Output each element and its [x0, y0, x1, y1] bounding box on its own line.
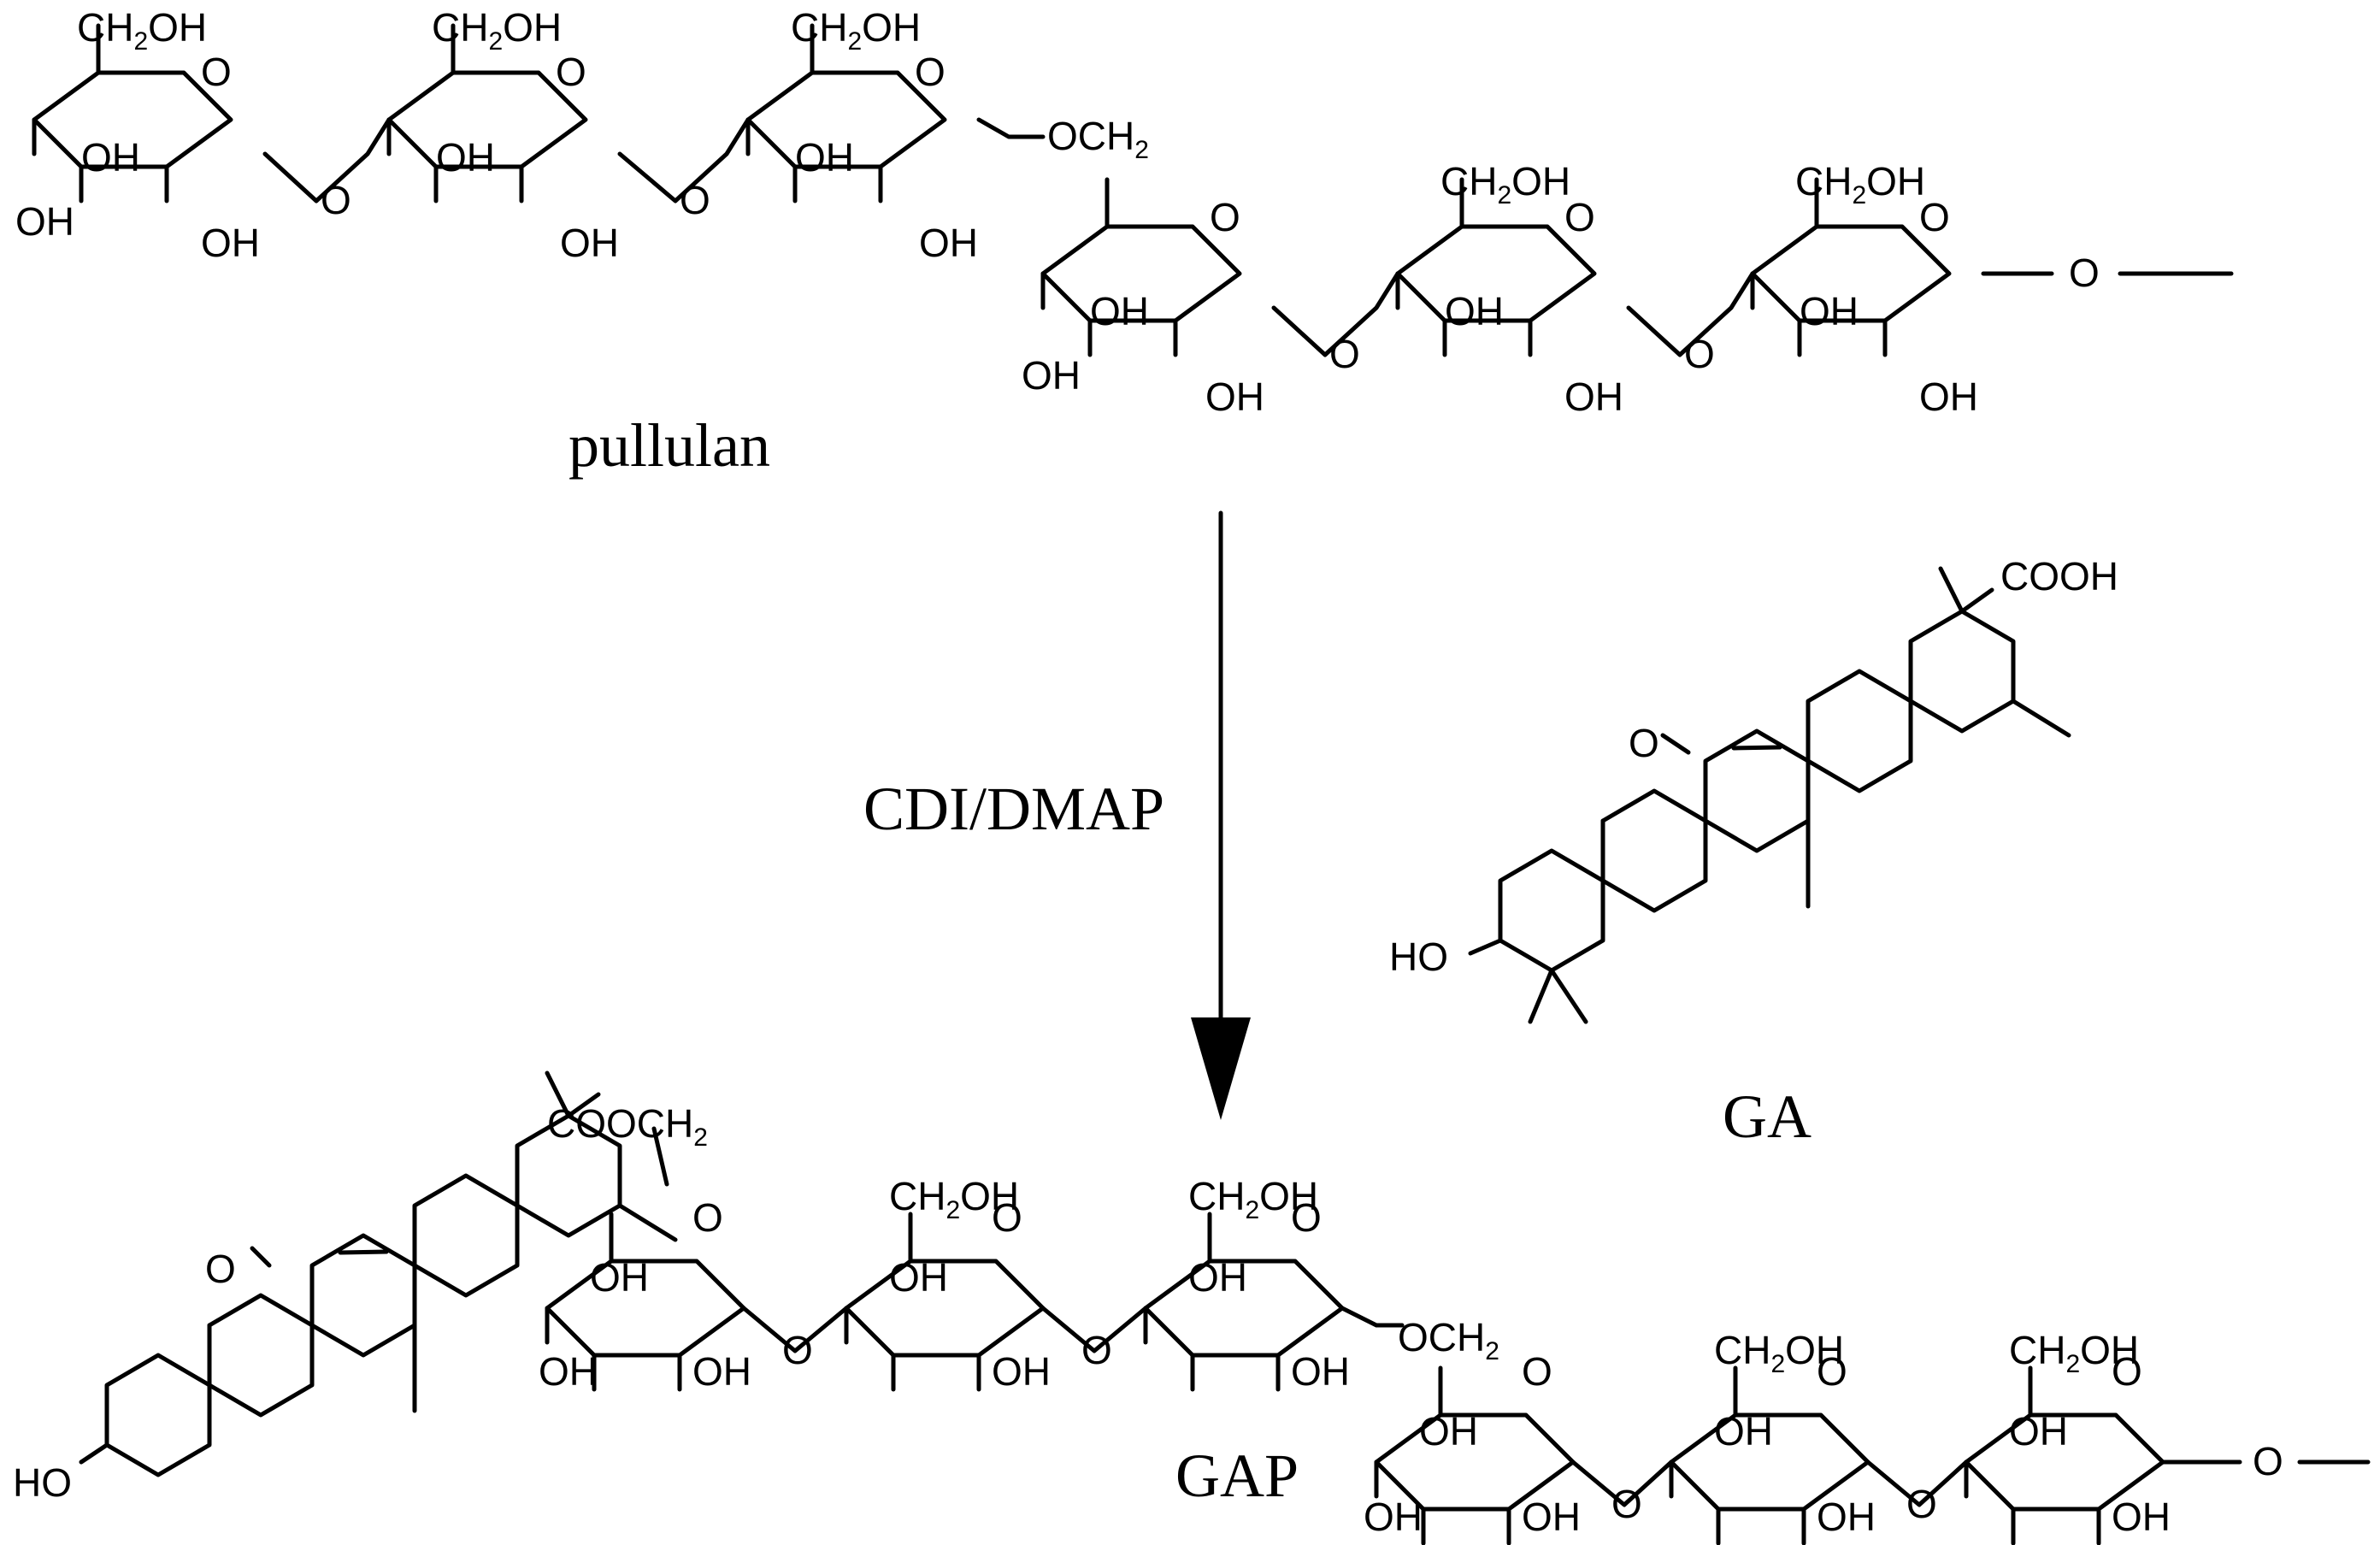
ch2oh-group: CH2OH CH2OH CH2OH CH2OH CH2OH: [77, 5, 1925, 209]
svg-text:CH2OH: CH2OH: [1440, 159, 1570, 209]
svg-text:OH: OH: [560, 221, 619, 265]
svg-text:O: O: [1684, 332, 1715, 376]
svg-text:OH: OH: [1205, 374, 1264, 419]
svg-text:O: O: [1081, 1328, 1112, 1372]
svg-text:O: O: [1919, 195, 1950, 239]
svg-text:OH: OH: [1090, 289, 1149, 333]
svg-text:O: O: [1210, 195, 1240, 239]
ring-oxygens: O O O O O O O O O O O: [201, 50, 2100, 376]
svg-text:OH: OH: [1522, 1495, 1581, 1539]
svg-text:O: O: [1817, 1349, 1847, 1394]
svg-text:O: O: [1522, 1349, 1552, 1394]
svg-text:O: O: [1629, 721, 1659, 765]
svg-text:O: O: [692, 1195, 723, 1240]
svg-text:O: O: [2069, 251, 2100, 295]
gap-label: GAP: [1175, 1442, 1299, 1510]
svg-text:CH2OH: CH2OH: [432, 5, 562, 56]
svg-text:OH: OH: [992, 1349, 1051, 1394]
svg-text:OH: OH: [919, 221, 978, 265]
svg-text:OH: OH: [201, 221, 260, 265]
svg-text:O: O: [915, 50, 946, 94]
svg-text:OH: OH: [1445, 289, 1504, 333]
ga-label: GA: [1723, 1082, 1812, 1151]
svg-text:O: O: [556, 50, 586, 94]
pullulan-label: pullulan: [568, 411, 770, 480]
svg-text:O: O: [205, 1247, 236, 1291]
gap-structure: COOCH2 CH2OH CH2OH OCH2 CH2OH CH2OH O HO…: [13, 1070, 2371, 1543]
svg-text:CH2OH: CH2OH: [1188, 1174, 1318, 1224]
svg-text:OH: OH: [1291, 1349, 1350, 1394]
svg-text:HO: HO: [1389, 935, 1448, 979]
reagents-label: CDI/DMAP: [863, 775, 1164, 843]
svg-text:O: O: [201, 50, 232, 94]
svg-text:O: O: [782, 1328, 813, 1372]
svg-text:CH2OH: CH2OH: [791, 5, 921, 56]
svg-text:OH: OH: [1714, 1409, 1773, 1454]
svg-text:O: O: [992, 1195, 1022, 1240]
svg-text:OH: OH: [1419, 1409, 1478, 1454]
svg-text:OCH2: OCH2: [1047, 114, 1149, 164]
svg-text:OH: OH: [539, 1349, 598, 1394]
svg-text:OH: OH: [1022, 353, 1081, 398]
svg-text:OH: OH: [1564, 374, 1623, 419]
svg-text:OH: OH: [436, 135, 495, 180]
svg-text:O: O: [2253, 1439, 2283, 1483]
svg-text:OH: OH: [795, 135, 854, 180]
svg-text:CH2OH: CH2OH: [2009, 1328, 2139, 1378]
svg-text:OH: OH: [1919, 374, 1978, 419]
ga-structure: COOH O HO GA: [1389, 554, 2118, 1151]
svg-text:CH2OH: CH2OH: [1714, 1328, 1844, 1378]
svg-text:CH2OH: CH2OH: [1795, 159, 1925, 209]
svg-text:OH: OH: [1188, 1255, 1247, 1300]
reaction-arrow: [1191, 510, 1251, 1120]
svg-text:O: O: [1564, 195, 1595, 239]
svg-text:OH: OH: [2009, 1409, 2068, 1454]
svg-text:O: O: [2112, 1349, 2142, 1394]
svg-text:COOH: COOH: [2000, 554, 2118, 599]
hydroxyl-groups: OH OH OH OH OH OH OH OH OH OH OH OH OH O…: [15, 135, 1978, 419]
svg-text:OH: OH: [1800, 289, 1859, 333]
svg-text:OH: OH: [15, 199, 74, 244]
svg-text:O: O: [1611, 1482, 1642, 1526]
svg-text:CH2OH: CH2OH: [77, 5, 207, 56]
svg-text:O: O: [321, 178, 351, 222]
svg-text:OH: OH: [2112, 1495, 2171, 1539]
svg-text:OH: OH: [1364, 1495, 1423, 1539]
svg-text:O: O: [1906, 1482, 1937, 1526]
och2-group: OCH2: [1047, 114, 1149, 164]
svg-text:OH: OH: [1817, 1495, 1876, 1539]
svg-text:COOCH2: COOCH2: [547, 1101, 708, 1152]
svg-text:O: O: [680, 178, 710, 222]
pullulan-structure: CH2OH CH2OH CH2OH CH2OH CH2OH OCH2 O O O…: [15, 5, 2234, 480]
svg-text:OCH2: OCH2: [1398, 1315, 1499, 1365]
svg-text:HO: HO: [13, 1460, 72, 1505]
svg-text:OH: OH: [692, 1349, 751, 1394]
svg-text:OH: OH: [590, 1255, 649, 1300]
svg-text:CH2OH: CH2OH: [889, 1174, 1019, 1224]
svg-text:OH: OH: [81, 135, 140, 180]
svg-text:O: O: [1291, 1195, 1322, 1240]
arrow-head-icon: [1191, 1017, 1251, 1120]
svg-text:O: O: [1329, 332, 1360, 376]
svg-text:OH: OH: [889, 1255, 948, 1300]
